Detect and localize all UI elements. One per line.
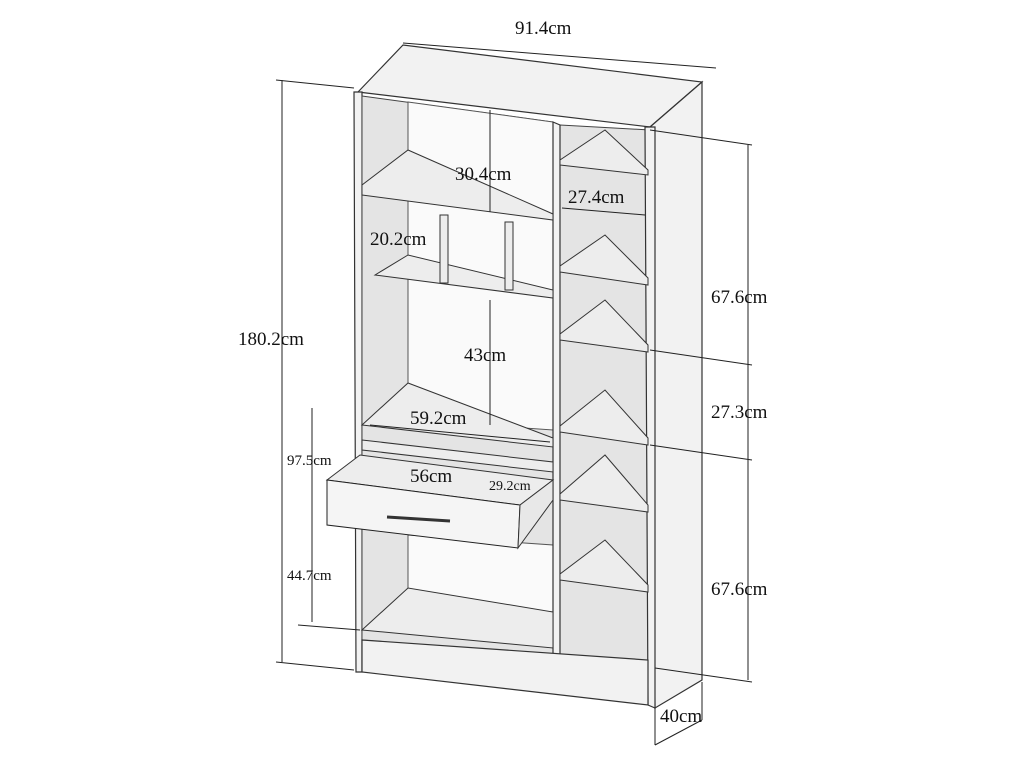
cabinet-right-side (649, 80, 703, 710)
drawer-side (517, 478, 554, 550)
shelf-middle-left (360, 382, 554, 448)
label-depth: 40cm (660, 706, 702, 727)
plinth (361, 639, 649, 706)
label-top-shelf-height: 30.4cm (455, 164, 512, 185)
right-shelves (559, 129, 649, 593)
label-cubby-height: 20.2cm (370, 229, 427, 250)
label-total-width: 91.4cm (515, 18, 572, 39)
cabinet-left-side (353, 91, 363, 673)
label-drawer-width: 56cm (410, 466, 452, 487)
label-inner-width: 59.2cm (410, 408, 467, 429)
shelf-top-left (361, 149, 554, 221)
center-divider (552, 121, 561, 662)
cubby-divider-1 (439, 214, 449, 284)
dimension-lines (275, 42, 753, 746)
label-total-height: 180.2cm (238, 329, 304, 350)
label-lower-compartment: 44.7cm (287, 568, 332, 584)
label-drawer-height: 97.5cm (287, 453, 332, 469)
drawer-rail-shelf (361, 439, 554, 473)
label-right-middle: 27.3cm (711, 402, 768, 423)
shelf-bottom-left (360, 587, 554, 649)
label-right-shelf-width: 27.4cm (568, 187, 625, 208)
drawer-handle[interactable] (386, 515, 451, 523)
label-drawer-depth: 29.2cm (489, 479, 531, 494)
label-open-compartment: 43cm (464, 345, 506, 366)
cubby-divider-2 (504, 221, 514, 291)
label-right-lower: 67.6cm (711, 579, 768, 600)
label-right-upper: 67.6cm (711, 287, 768, 308)
